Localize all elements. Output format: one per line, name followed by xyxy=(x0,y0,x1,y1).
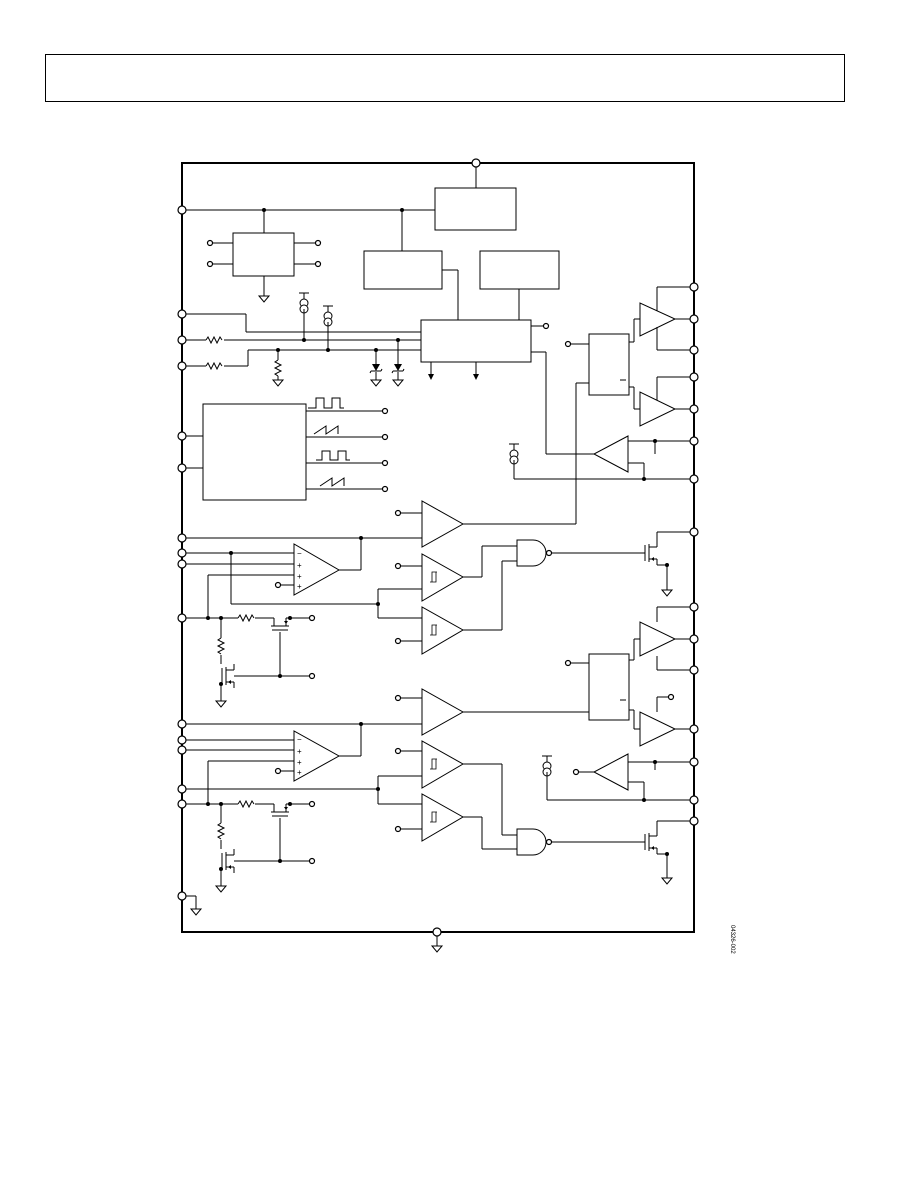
sawtooth-waveform-icon xyxy=(319,477,345,487)
control-logic-block xyxy=(420,319,532,363)
svg-text:+: + xyxy=(297,572,302,581)
block-mid-left xyxy=(363,250,443,290)
regulator-block xyxy=(434,187,517,231)
pin-top xyxy=(471,158,481,168)
header-box xyxy=(45,54,845,102)
oscillator-block xyxy=(202,403,307,501)
svg-text:+: + xyxy=(297,582,302,591)
reference-block xyxy=(232,232,295,277)
sense-amp-lower xyxy=(592,753,629,791)
error-amp-upper xyxy=(293,543,341,596)
svg-text:+: + xyxy=(297,747,302,756)
figure-code: 04326-002 xyxy=(729,925,735,954)
driver-block-upper xyxy=(588,333,630,396)
zener-diode-icon xyxy=(391,363,405,374)
schmitt-comparator-3 xyxy=(421,740,465,789)
pin-bottom xyxy=(432,927,442,937)
sawtooth-waveform-icon xyxy=(313,425,339,435)
svg-text:−: − xyxy=(297,735,302,744)
output-driver-lower-2 xyxy=(639,711,677,747)
output-driver-lower-1 xyxy=(639,621,677,657)
sense-amp-upper xyxy=(592,435,629,473)
pwm-comparator-lower xyxy=(421,688,465,736)
svg-text:+: + xyxy=(297,768,302,777)
nand-gate-lower xyxy=(516,828,547,856)
schmitt-comparator-2 xyxy=(421,606,465,655)
ground-icon xyxy=(431,941,443,953)
nand-gate-upper xyxy=(516,539,547,567)
zener-diode-icon xyxy=(369,363,383,374)
error-amp-lower xyxy=(293,730,341,782)
ground-icon xyxy=(258,291,270,303)
svg-text:−: − xyxy=(297,549,302,558)
pulse-waveform-icon xyxy=(316,450,350,461)
svg-text:+: + xyxy=(297,758,302,767)
pwm-comparator-upper xyxy=(421,500,465,548)
pin-left-1 xyxy=(177,205,187,215)
pulse-waveform-icon xyxy=(308,397,344,409)
svg-text:+: + xyxy=(297,561,302,570)
block-mid-right xyxy=(479,250,560,290)
schmitt-comparator-4 xyxy=(421,793,465,842)
driver-block-lower xyxy=(588,653,630,721)
schmitt-comparator-1 xyxy=(421,553,465,602)
